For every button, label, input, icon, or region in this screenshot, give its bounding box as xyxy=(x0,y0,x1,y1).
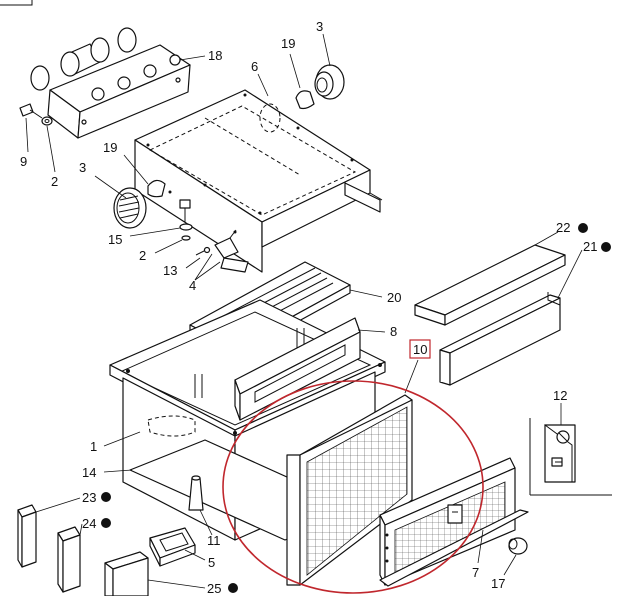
label-2-upper: 2 xyxy=(51,174,58,189)
label-12: 12 xyxy=(553,388,567,403)
label-25: 25 xyxy=(207,581,221,596)
label-6: 6 xyxy=(251,59,258,74)
label-10-box xyxy=(409,339,431,359)
label-3-lower: 3 xyxy=(79,160,86,175)
marker-dot-25 xyxy=(228,583,238,593)
label-8: 8 xyxy=(390,324,397,339)
grommet-3-upper xyxy=(314,64,345,100)
connector-panel-18 xyxy=(30,27,191,139)
label-19-lower: 19 xyxy=(103,140,117,155)
screw-15 xyxy=(179,199,193,241)
latch-4 xyxy=(214,229,249,273)
label-1: 1 xyxy=(90,439,97,454)
cushion-22 xyxy=(414,244,566,326)
marker-dot-24 xyxy=(101,518,111,528)
label-22: 22 xyxy=(556,220,570,235)
block-25 xyxy=(104,551,149,596)
label-13: 13 xyxy=(163,263,177,278)
label-19-upper: 19 xyxy=(281,36,295,51)
label-9: 9 xyxy=(20,154,27,169)
marker-dot-22 xyxy=(578,223,588,233)
highlight-ellipse xyxy=(222,380,484,594)
detail-inset-12 xyxy=(529,418,612,496)
grommet-3-lower xyxy=(113,187,147,229)
label-7: 7 xyxy=(472,565,479,580)
corner-fragment xyxy=(0,0,33,6)
gasket-frame-8 xyxy=(234,317,361,421)
label-17: 17 xyxy=(491,576,505,591)
label-14: 14 xyxy=(82,465,96,480)
mesh-filter-10 xyxy=(286,394,413,586)
clip-19-lower xyxy=(147,179,166,198)
screw-13 xyxy=(195,246,211,256)
label-24: 24 xyxy=(82,516,96,531)
holder-5 xyxy=(149,527,196,567)
label-21: 21 xyxy=(583,239,597,254)
label-2-lower: 2 xyxy=(139,248,146,263)
label-23: 23 xyxy=(82,490,96,505)
label-11: 11 xyxy=(207,533,221,548)
screw-9-washer-2 xyxy=(19,103,53,126)
knob-17 xyxy=(508,537,528,555)
label-20: 20 xyxy=(387,290,401,305)
label-4: 4 xyxy=(189,278,196,293)
label-18: 18 xyxy=(208,48,222,63)
clip-19-upper xyxy=(295,90,315,110)
label-5: 5 xyxy=(208,555,215,570)
marker-dot-21 xyxy=(601,242,611,252)
block-24 xyxy=(57,526,81,593)
foot-11 xyxy=(188,475,204,511)
label-3-upper: 3 xyxy=(316,19,323,34)
marker-dot-23 xyxy=(101,492,111,502)
cushion-21 xyxy=(439,292,561,386)
block-23 xyxy=(17,504,37,568)
label-10: 10 xyxy=(413,342,427,357)
label-15: 15 xyxy=(108,232,122,247)
